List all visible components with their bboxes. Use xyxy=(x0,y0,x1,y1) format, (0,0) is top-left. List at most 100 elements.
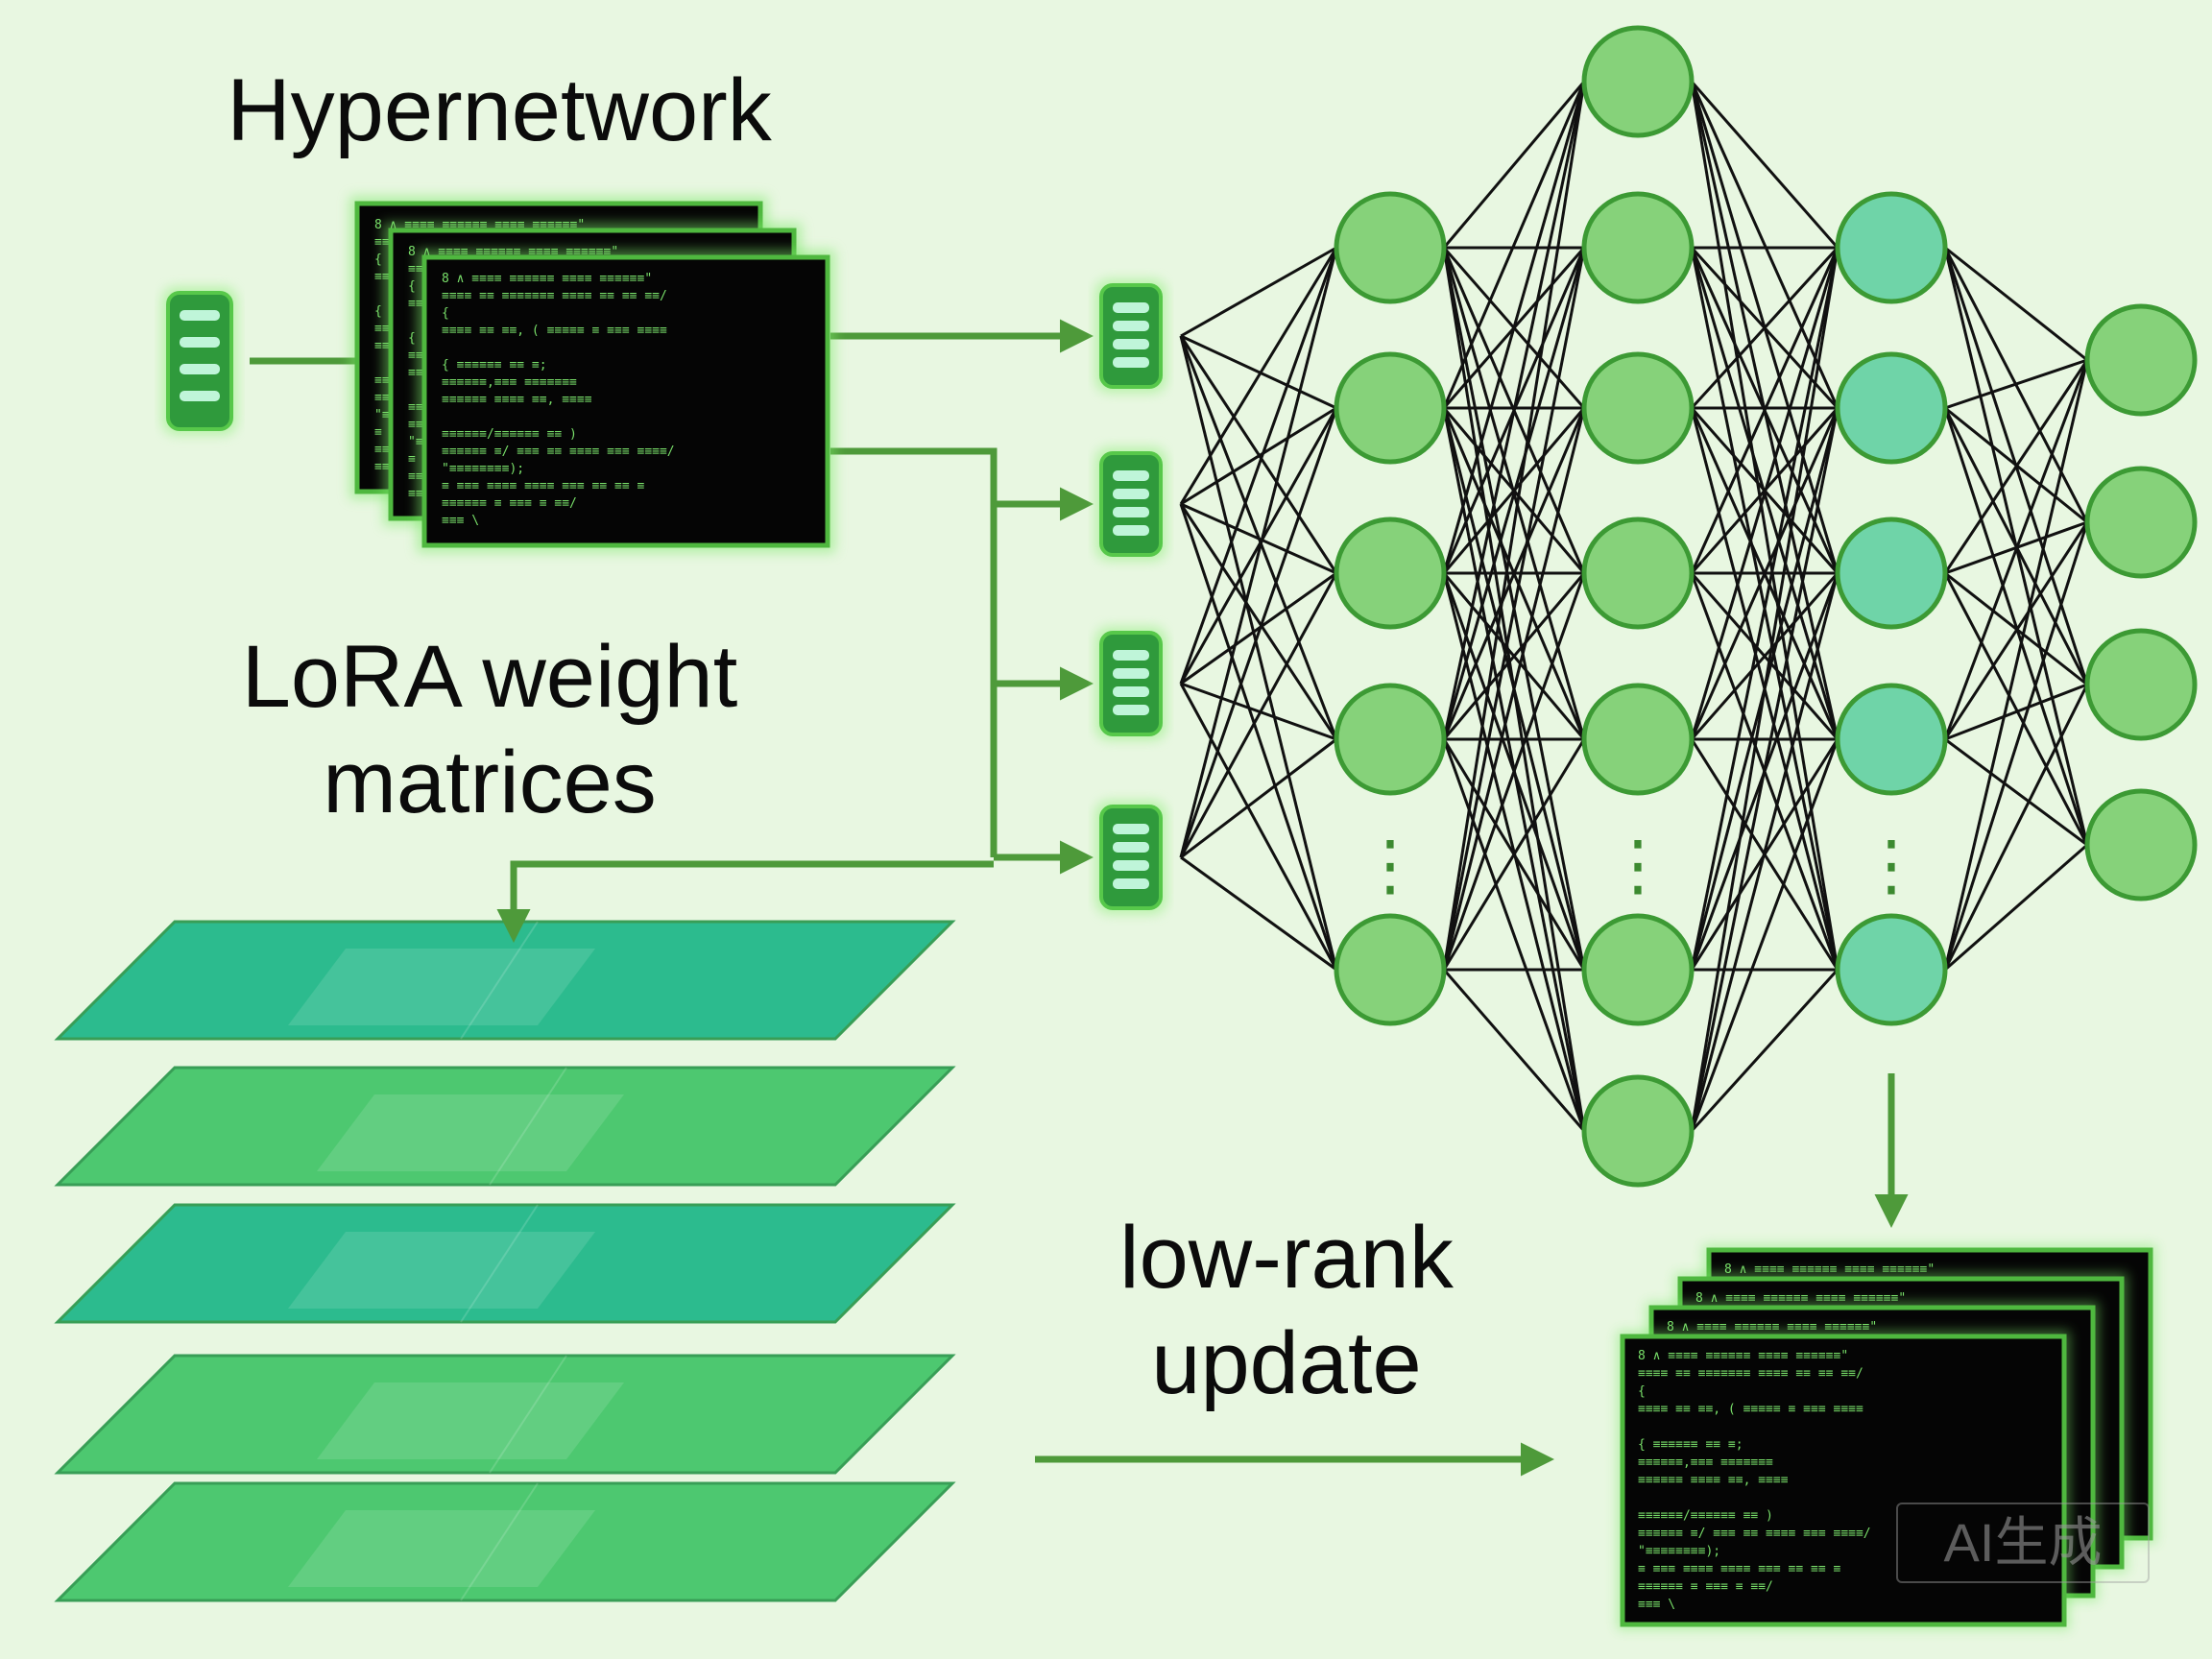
code-line: { ≡≡≡≡≡≡ ≡≡ ≡; xyxy=(442,358,547,373)
network-edge xyxy=(1442,81,1586,409)
ellipsis-dots: ⋮ xyxy=(1357,826,1424,904)
code-line: ≡≡≡≡ ≡≡ ≡≡, ( ≡≡≡≡≡ ≡ ≡≡≡ ≡≡≡≡ xyxy=(1638,1403,1863,1417)
code-line: ≡≡≡≡≡≡,≡≡≡ ≡≡≡≡≡≡≡ xyxy=(1638,1455,1773,1470)
network-edge xyxy=(1690,81,1839,409)
code-line: ≡≡≡≡≡≡,≡≡≡ ≡≡≡≡≡≡≡ xyxy=(442,375,577,390)
network-ellipses: ⋮ ⋮ ⋮ xyxy=(1357,826,1925,904)
network-node xyxy=(1581,351,1695,465)
network-edge xyxy=(1180,406,1337,506)
network-edge xyxy=(1690,247,1839,1132)
network-node xyxy=(1835,913,1948,1026)
code-line: ≡≡≡≡ ≡≡ ≡≡≡≡≡≡≡ ≡≡≡≡ ≡≡ ≡≡ ≡≡/ xyxy=(442,289,667,303)
lora-plane-highlight xyxy=(288,1232,595,1309)
token-bar xyxy=(1113,842,1149,853)
token-bar xyxy=(180,310,220,321)
watermark: AI生成 xyxy=(1896,1503,2150,1583)
ellipsis-dots: ⋮ xyxy=(1858,826,1925,904)
network-edge xyxy=(1690,572,1839,1132)
network-edge xyxy=(1690,407,1839,1132)
network-edge xyxy=(1690,247,1839,971)
output-code-screens: 8 ∧ ≡≡≡≡ ≡≡≡≡≡≡ ≡≡≡≡ ≡≡≡≡≡≡" ≡≡≡≡ ≡≡ ≡≡≡… xyxy=(1617,1244,2156,1630)
ellipsis-dots: ⋮ xyxy=(1604,826,1671,904)
token-bar xyxy=(1113,302,1149,313)
network-node xyxy=(1334,351,1447,465)
flow-arrows xyxy=(250,319,1909,1477)
token-bar xyxy=(1113,507,1149,517)
lora-plane-highlight xyxy=(288,1510,595,1587)
code-line: 8 ∧ ≡≡≡≡ ≡≡≡≡≡≡ ≡≡≡≡ ≡≡≡≡≡≡" xyxy=(1638,1349,1848,1363)
adapter-token xyxy=(1095,279,1166,393)
code-line: ≡≡≡≡ ≡≡ ≡≡, ( ≡≡≡≡≡ ≡ ≡≡≡ ≡≡≡≡ xyxy=(442,324,667,338)
code-line: { ≡≡≡≡≡≡ ≡≡ ≡; xyxy=(1638,1438,1743,1453)
token-bar xyxy=(180,337,220,348)
network-edge xyxy=(1944,358,2088,410)
lora-plane-face xyxy=(54,1066,956,1187)
network-edge xyxy=(1690,247,1839,574)
lora-plane xyxy=(54,1066,956,1187)
network-edge xyxy=(1442,407,1586,740)
network-edge xyxy=(1179,572,1338,858)
network-edge xyxy=(1690,81,1839,249)
network-edge xyxy=(1179,247,1338,505)
hypernetwork-label: Hypernetwork xyxy=(227,61,772,159)
lora-weight-planes xyxy=(54,920,956,1602)
network-edge xyxy=(1690,738,1839,1132)
code-line: "≡≡≡≡≡≡≡≡); xyxy=(1638,1545,1720,1559)
lora-plane-face xyxy=(54,1203,956,1324)
network-edge xyxy=(1179,407,1338,858)
lora-weight-matrices-label: LoRA weight matrices xyxy=(154,624,826,836)
network-node xyxy=(1835,683,1948,796)
token-bar xyxy=(1113,668,1149,679)
lora-plane-face xyxy=(54,1354,956,1475)
lora-plane xyxy=(54,1481,956,1602)
network-edge xyxy=(1179,247,1338,685)
network-node xyxy=(1835,351,1948,465)
network-edge xyxy=(1179,503,1338,971)
hypernetwork-code-screens: 8 ∧ ≡≡≡≡ ≡≡≡≡≡≡ ≡≡≡≡ ≡≡≡≡≡≡" ≡≡≡≡ ≡≡ ≡≡≡… xyxy=(349,196,835,553)
network-edge xyxy=(1690,247,1839,740)
code-line: ≡≡≡≡≡≡ ≡/ ≡≡≡ ≡≡ ≡≡≡≡ ≡≡≡ ≡≡≡≡/ xyxy=(1638,1527,1871,1541)
code-line: ≡≡≡≡≡≡ ≡≡≡≡ ≡≡, ≡≡≡≡ xyxy=(442,393,592,407)
network-node xyxy=(2084,628,2198,741)
network-edge xyxy=(1944,843,2088,972)
network-node xyxy=(1581,517,1695,630)
network-node xyxy=(1334,683,1447,796)
screen-frame xyxy=(421,254,830,548)
lora-plane-face xyxy=(54,920,956,1041)
network-node xyxy=(1334,913,1447,1026)
code-line: { xyxy=(374,252,382,267)
network-edge xyxy=(1179,407,1338,685)
code-line: ≡≡≡≡≡≡/≡≡≡≡≡≡ ≡≡ ) xyxy=(1638,1509,1773,1524)
token-bar xyxy=(1113,650,1149,661)
network-edge xyxy=(1442,738,1586,971)
token-bar xyxy=(1113,686,1149,697)
network-node xyxy=(2084,466,2198,579)
network-edge xyxy=(1690,81,1839,971)
network-node xyxy=(1581,1074,1695,1188)
network-nodes xyxy=(1334,25,2198,1188)
adapter-token xyxy=(1095,627,1166,740)
token-body xyxy=(1099,283,1163,389)
network-edge xyxy=(1943,572,2089,846)
network-node xyxy=(1581,683,1695,796)
code-line: ≡≡≡ \ xyxy=(442,514,479,528)
lora-plane-highlight xyxy=(317,1094,624,1171)
network-edge xyxy=(1442,81,1586,574)
network-node xyxy=(1581,191,1695,304)
adapter-bus xyxy=(830,447,998,857)
network-edge xyxy=(1690,407,1839,740)
lora-plane-seam xyxy=(460,1204,539,1323)
code-line: ≡≡≡≡≡≡ ≡ ≡≡≡ ≡ ≡≡/ xyxy=(442,496,577,511)
code-line: ≡≡≡≡ ≡≡ ≡≡≡≡≡≡≡ ≡≡≡≡ ≡≡ ≡≡ ≡≡/ xyxy=(1638,1367,1863,1382)
network-edge xyxy=(1180,502,1337,575)
lora-plane-highlight xyxy=(288,949,595,1025)
code-line: ≡≡≡ \ xyxy=(1638,1598,1675,1612)
token-bar xyxy=(180,364,220,374)
network-node xyxy=(2084,303,2198,417)
token-bar xyxy=(1113,339,1149,349)
token-bar xyxy=(1113,860,1149,871)
network-edge xyxy=(1179,503,1338,740)
lora-plane xyxy=(54,1354,956,1475)
code-line: ≡≡≡≡≡≡/≡≡≡≡≡≡ ≡≡ ) xyxy=(442,427,577,442)
